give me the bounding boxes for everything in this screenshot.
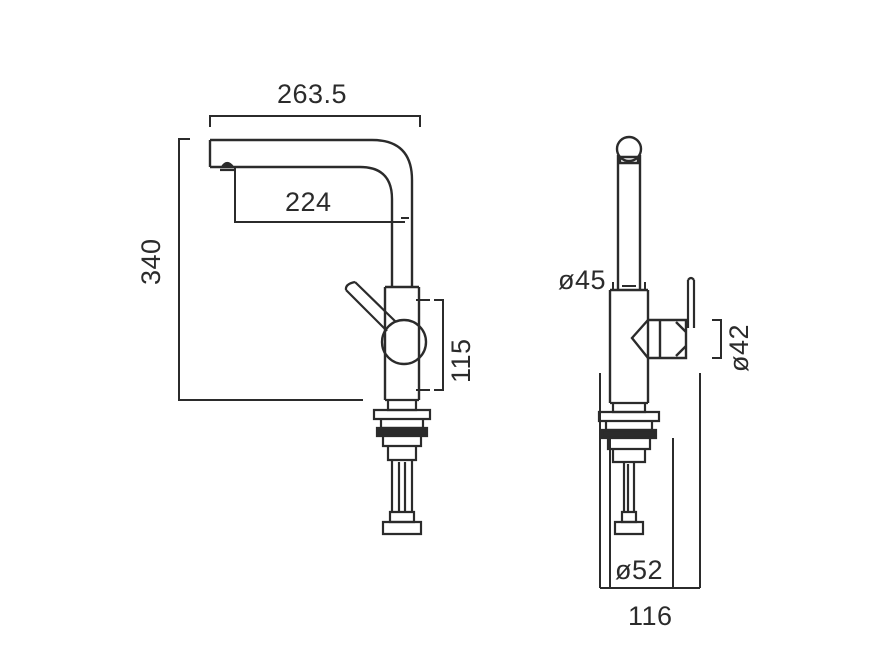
spout-inner-profile <box>210 165 394 287</box>
handle-lever <box>344 280 397 332</box>
dim-label-116: 116 <box>628 601 673 631</box>
dim-115-bracket <box>434 299 444 391</box>
side-spout-tube <box>615 135 643 290</box>
side-handle-lever-rod <box>686 276 696 328</box>
spout-outer-profile <box>210 138 414 287</box>
dim-224-bracket <box>234 168 405 223</box>
dim-42-bracket <box>712 319 722 359</box>
aerator-nub <box>220 161 236 172</box>
side-threaded-shank <box>611 449 647 512</box>
base-collar-stack <box>372 398 432 448</box>
dim-340-bracket <box>178 138 363 401</box>
dim-label-42: ø42 <box>724 324 754 372</box>
handle-pivot-ball <box>380 318 428 366</box>
side-handle-housing <box>630 318 688 360</box>
dim-label-115: 115 <box>446 338 476 383</box>
dim-label-52: ø52 <box>615 555 663 585</box>
dim-263-bracket <box>209 115 421 127</box>
dim-label-224: 224 <box>285 187 332 217</box>
faucet-body-column <box>383 285 421 400</box>
dim-label-45: ø45 <box>558 265 606 295</box>
side-body-block <box>608 288 650 403</box>
side-base-collar-stack <box>597 401 661 451</box>
shank-end-fitting <box>381 510 423 536</box>
dim-label-263-5: 263.5 <box>277 79 347 109</box>
dim-label-340: 340 <box>136 238 166 285</box>
side-shank-end-fitting <box>613 510 645 536</box>
side-view-group <box>597 135 722 589</box>
threaded-shank <box>386 446 418 512</box>
dim-116-box <box>599 373 701 589</box>
front-view-group <box>178 115 444 536</box>
